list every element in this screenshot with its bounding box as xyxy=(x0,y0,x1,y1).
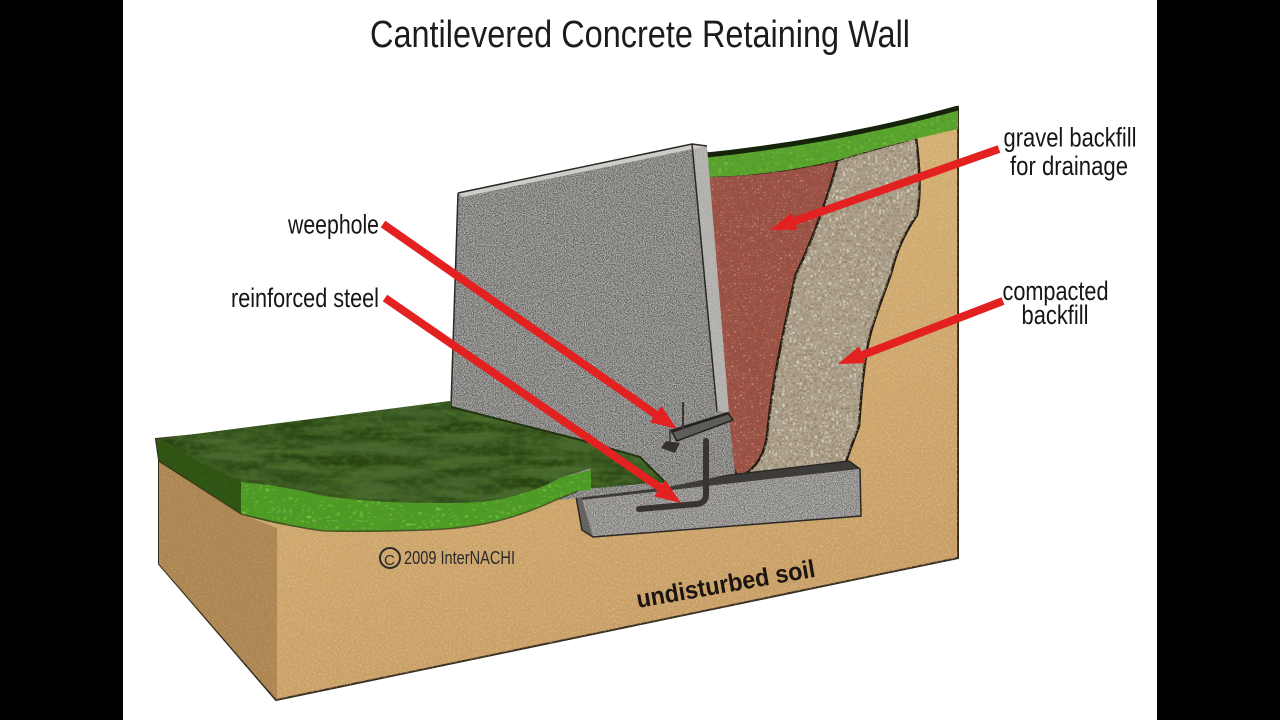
svg-text:compacted: compacted xyxy=(1003,276,1109,306)
svg-text:2009 InterNACHI: 2009 InterNACHI xyxy=(404,548,515,568)
svg-text:reinforced steel: reinforced steel xyxy=(231,283,379,313)
svg-text:for drainage: for drainage xyxy=(1010,151,1128,181)
svg-text:gravel backfill: gravel backfill xyxy=(1004,123,1137,153)
svg-text:Cantilevered Concrete Retainin: Cantilevered Concrete Retaining Wall xyxy=(370,14,910,56)
svg-text:weephole: weephole xyxy=(287,210,379,240)
svg-text:C: C xyxy=(384,552,395,569)
svg-text:backfill: backfill xyxy=(1022,300,1089,330)
